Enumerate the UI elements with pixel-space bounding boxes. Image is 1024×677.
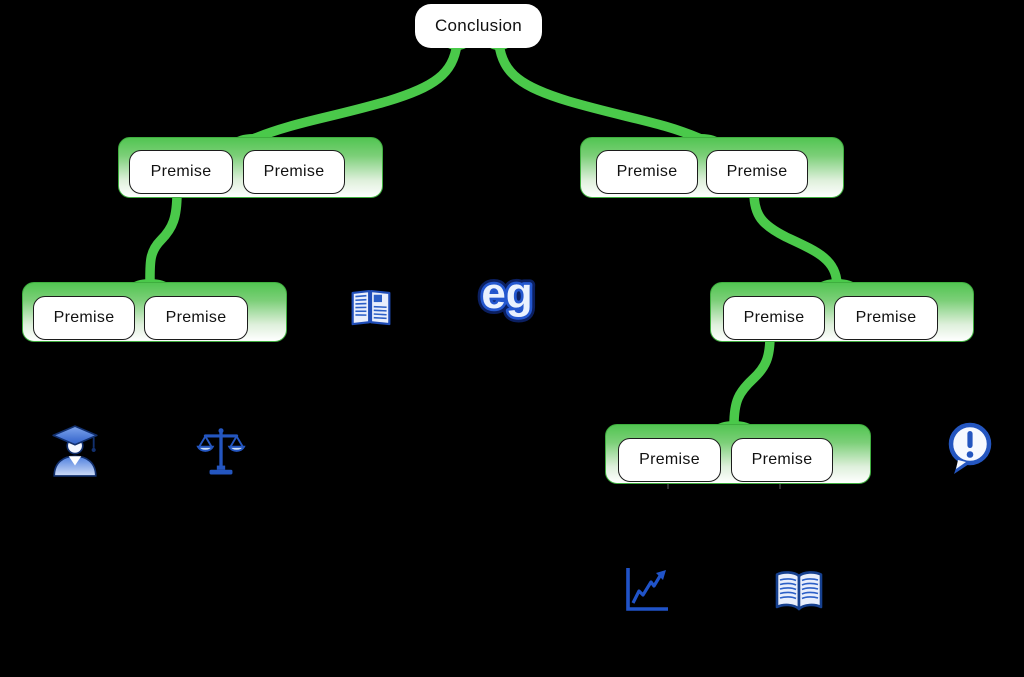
premise-group-bottom-right: Premise Premise — [605, 424, 871, 484]
branch-topleft-to-midleft — [145, 188, 182, 289]
premise-group-mid-left: Premise Premise — [22, 282, 287, 342]
premise-label: Premise — [150, 163, 212, 180]
premise-node[interactable]: Premise — [706, 150, 808, 194]
premise-label: Premise — [855, 309, 917, 326]
premise-label: Premise — [726, 163, 788, 180]
open-book-icon[interactable] — [773, 568, 825, 614]
graduate-icon[interactable] — [50, 424, 100, 478]
premise-label: Premise — [743, 309, 805, 326]
premise-label: Premise — [165, 309, 227, 326]
premise-group-top-left: Premise Premise — [118, 137, 383, 198]
premise-node[interactable]: Premise — [618, 438, 721, 482]
premise-label: Premise — [263, 163, 325, 180]
conclusion-label: Conclusion — [434, 16, 523, 35]
premise-group-mid-right: Premise Premise — [710, 282, 974, 342]
premise-node[interactable]: Premise — [129, 150, 233, 194]
branch-conclusion-right — [494, 39, 706, 144]
line-chart-icon[interactable] — [618, 564, 672, 616]
premise-group-top-right: Premise Premise — [580, 137, 844, 198]
scales-icon[interactable] — [196, 426, 246, 476]
eg-text: eg — [481, 269, 532, 318]
premise-node[interactable]: Premise — [33, 296, 135, 340]
premise-label: Premise — [616, 163, 678, 180]
premise-node[interactable]: Premise — [731, 438, 833, 482]
premise-label: Premise — [53, 309, 115, 326]
premise-label: Premise — [751, 451, 813, 468]
premise-node[interactable]: Premise — [243, 150, 345, 194]
branch-midright-to-bottom — [729, 331, 775, 430]
eg-text-outline: eg — [481, 269, 532, 318]
newspaper-icon[interactable] — [349, 286, 393, 331]
premise-node[interactable]: Premise — [723, 296, 825, 340]
premise-node[interactable]: Premise — [834, 296, 938, 340]
conclusion-node[interactable]: Conclusion — [415, 4, 542, 48]
branch-conclusion-left — [248, 39, 462, 144]
premise-node[interactable]: Premise — [144, 296, 248, 340]
premise-label: Premise — [639, 451, 700, 468]
branch-topright-to-midright — [749, 188, 842, 289]
speech-bubble-exclamation-icon[interactable] — [944, 422, 996, 479]
premise-node[interactable]: Premise — [596, 150, 698, 194]
example-eg-label[interactable]: eg eg — [468, 264, 546, 330]
